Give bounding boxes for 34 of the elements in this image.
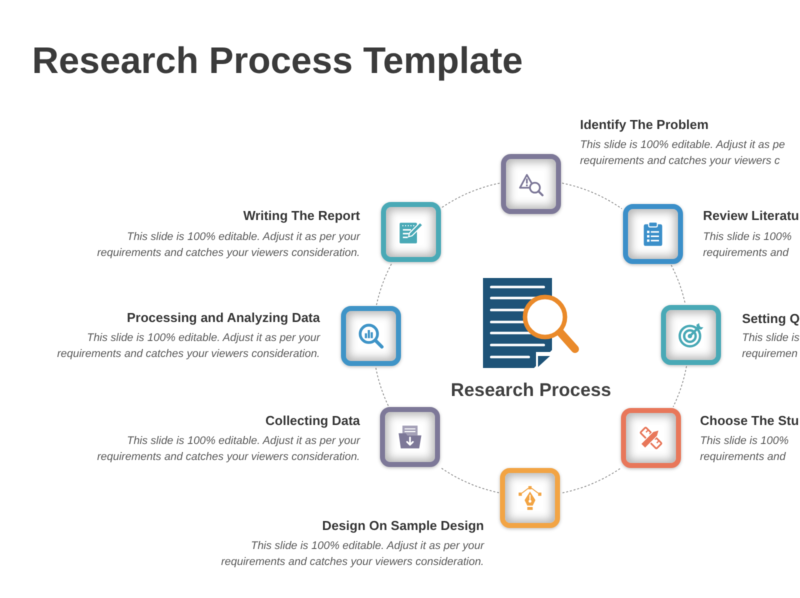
title: Research Process Template	[32, 39, 523, 83]
icon-tile	[380, 407, 440, 467]
dashed-connector	[440, 467, 500, 494]
icon-tile	[341, 306, 401, 366]
step-heading: Writing The Report	[242, 208, 360, 224]
icon-tile	[621, 408, 681, 468]
icon-tile	[500, 468, 560, 528]
dashed-connector	[376, 262, 392, 306]
step-description: This slide is 100% requirements and	[700, 434, 790, 465]
step-heading: Processing and Analyzing Data	[126, 310, 320, 326]
step-heading: Identify The Problem	[580, 117, 709, 133]
step-description: This slide is 100% editable. Adjust it as per your requirements and catches your viewers consideration.	[96, 434, 360, 465]
step-description: This slide is 100% editable. Adjust it as pe requirements and catches your viewers c	[580, 138, 786, 169]
step-description: This slide is requiremen	[742, 331, 800, 362]
dashed-connector	[442, 182, 500, 208]
icon-tile	[501, 154, 561, 214]
step-heading: Review Literatu	[703, 208, 800, 224]
step-description: This slide is 100% editable. Adjust it as per your requirements and catches your viewers consideration.	[220, 539, 484, 570]
step-heading: Setting Q	[742, 311, 800, 327]
icon-tile	[661, 305, 721, 365]
icon-tile	[381, 202, 441, 262]
dashed-connector	[560, 468, 620, 494]
icon-tile	[623, 204, 683, 264]
step-heading: Collecting Data	[264, 413, 360, 429]
step-description: This slide is 100% editable. Adjust it as per your requirements and catches your viewers consideration.	[56, 331, 320, 362]
dashed-connector	[672, 366, 687, 408]
step-description: This slide is 100% editable. Adjust it as per your requirements and catches your viewers consideration.	[96, 230, 360, 261]
step-description: This slide is 100% requirements and	[703, 230, 793, 261]
dashed-connector	[562, 182, 622, 210]
step-heading: Choose The Stu	[700, 413, 799, 429]
center-label: Research Process	[450, 379, 612, 401]
step-heading: Design On Sample Design	[321, 518, 484, 534]
dashed-connector	[670, 264, 686, 304]
dashed-connector	[375, 366, 389, 406]
